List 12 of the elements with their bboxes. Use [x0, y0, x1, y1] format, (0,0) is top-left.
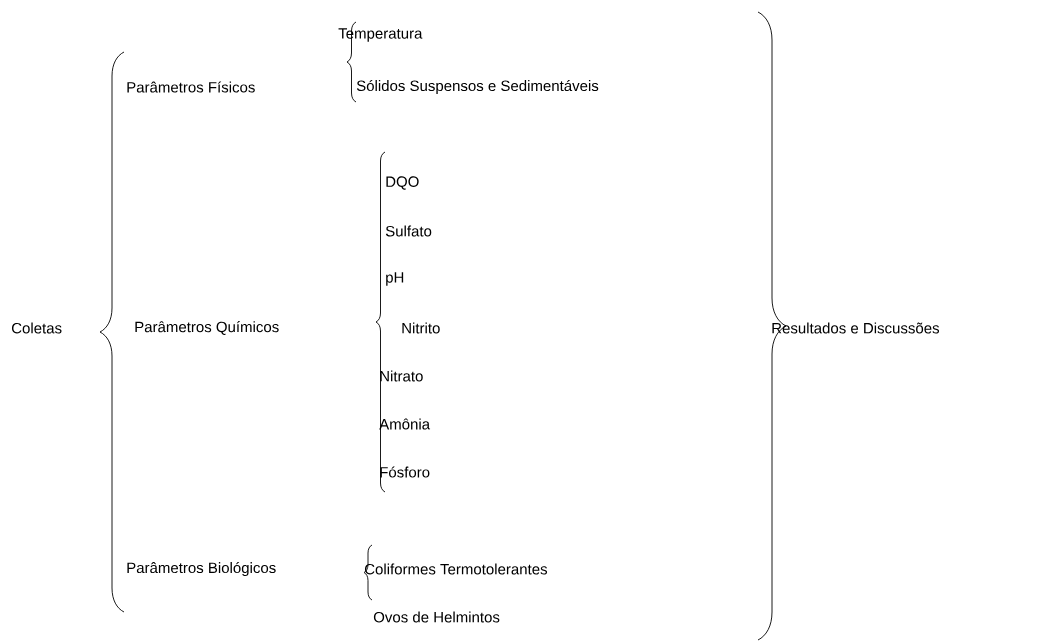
- item-label: Coliformes Termotolerantes: [364, 563, 548, 575]
- item-label: Sulfato: [385, 225, 432, 237]
- item-label: Parâmetros Biológicos: [127, 561, 276, 577]
- item-label: Parâmetros Físicos: [127, 81, 255, 93]
- item-label: DQO: [386, 176, 419, 190]
- item-label: Parâmetros Químicos: [135, 321, 279, 335]
- item-label: Resultados e Discussões: [772, 322, 940, 334]
- item-label: Sólidos Suspensos e Sedimentáveis: [356, 79, 599, 95]
- item-label: pH: [386, 272, 404, 286]
- item-label: Coletas: [11, 322, 62, 334]
- item-label: Ovos de Helmintos: [373, 611, 500, 623]
- item-label: Nitrito: [402, 322, 440, 334]
